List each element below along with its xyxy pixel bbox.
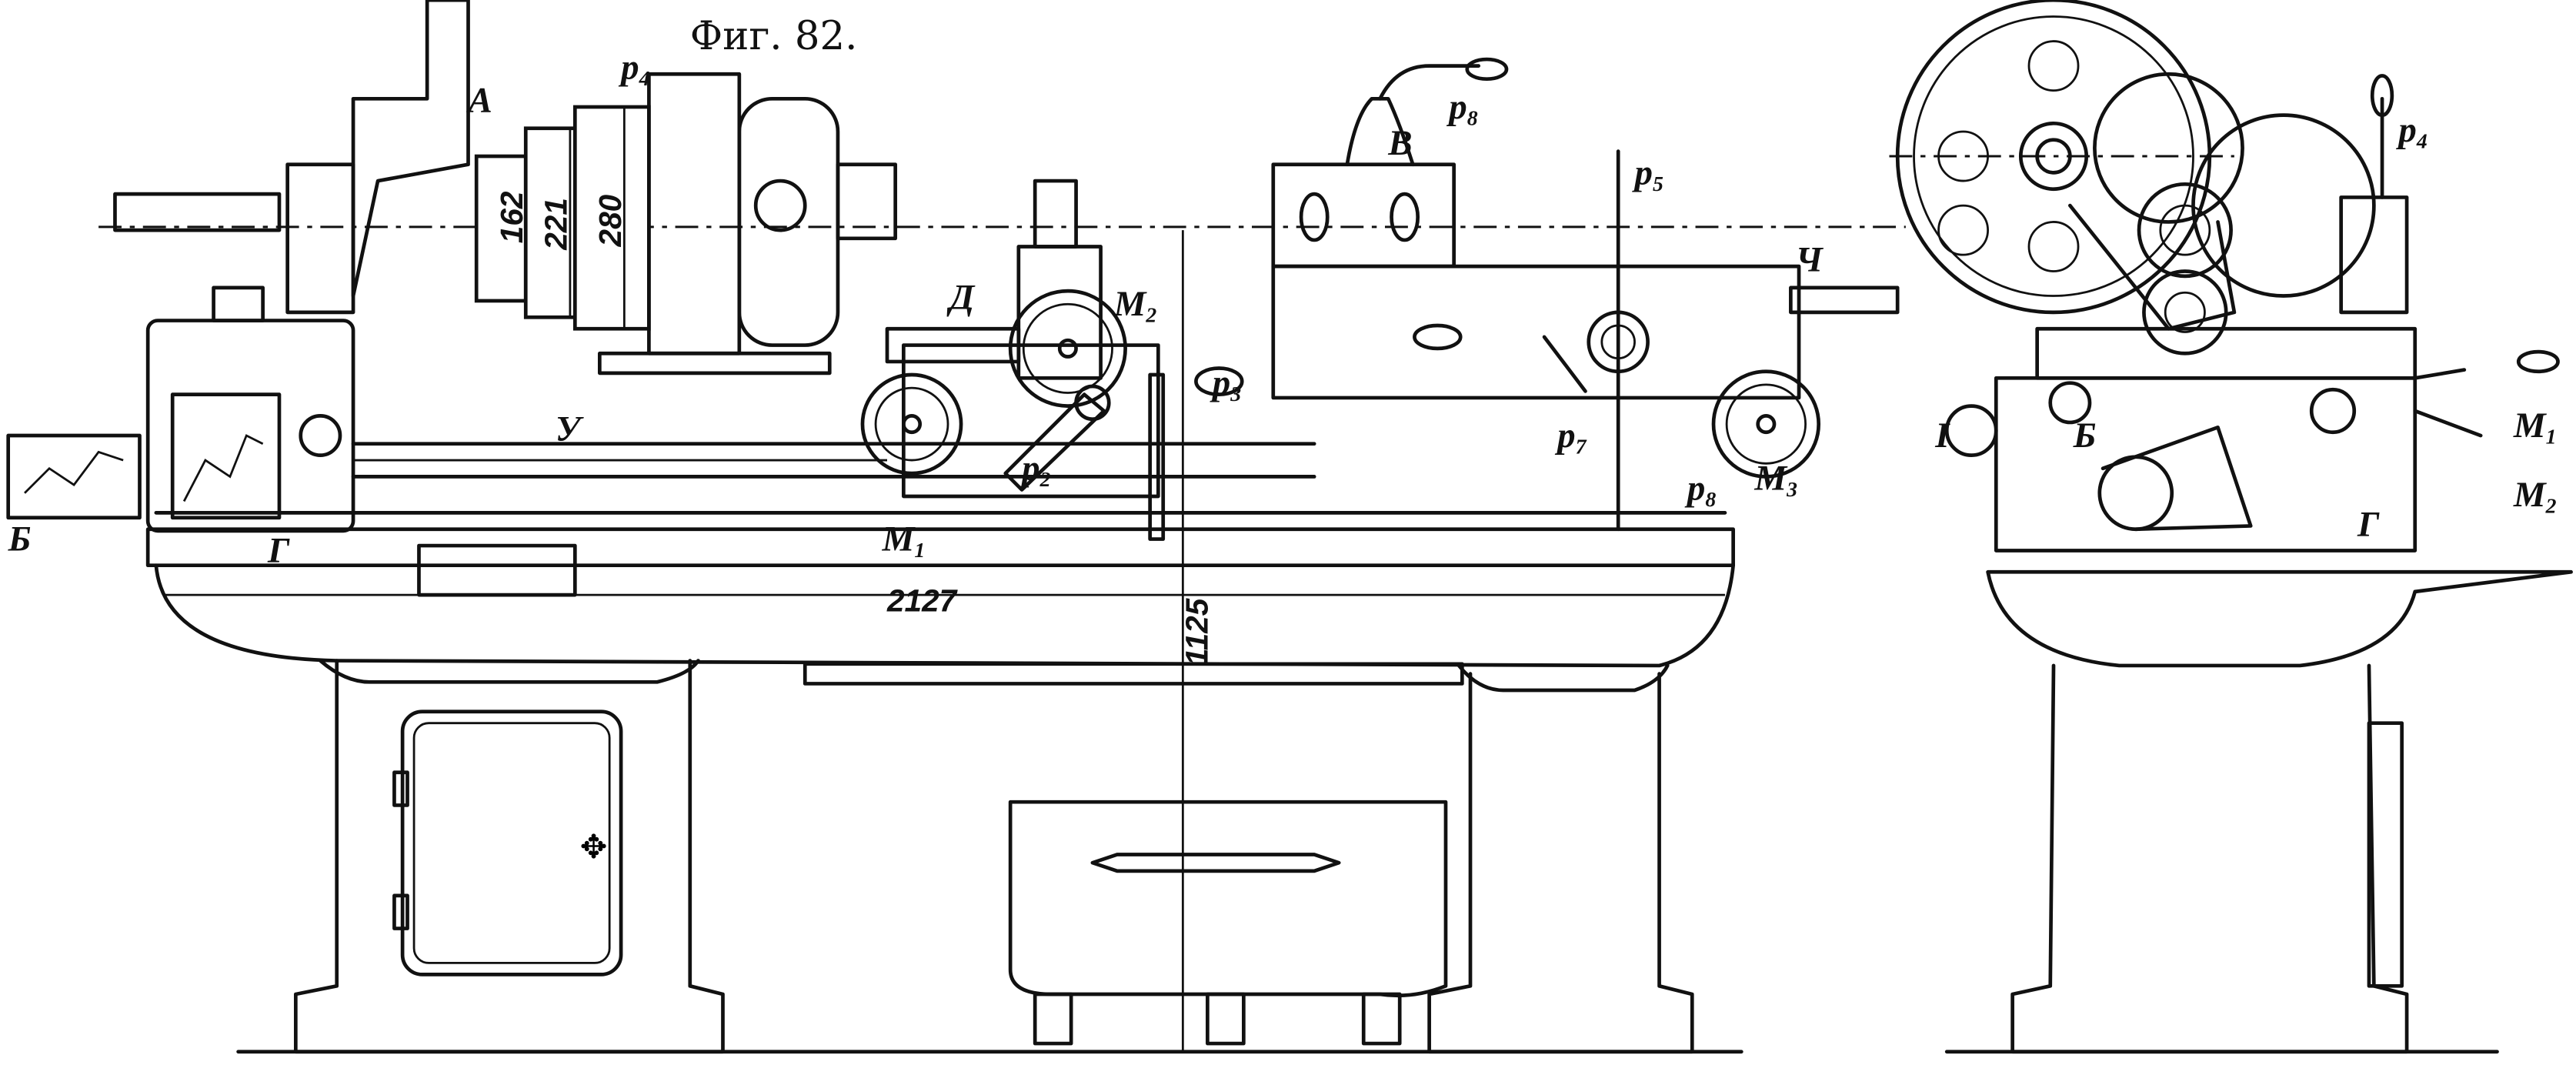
label-ch: Ч [1796,240,1824,280]
label-a: A [466,80,492,120]
lathe-bed [145,511,1735,686]
carriage-apron [860,179,1244,541]
dim-2127: 2127 [886,583,959,618]
side-view: p4 M1 M2 I Б Г [1889,0,2573,1054]
door-knob-icon: ✥ [580,830,608,866]
dimension-lines [164,106,1725,1052]
side-label-m1: M1 [2513,406,2557,449]
figure-title: Фиг. 82. [690,13,858,59]
chip-pan [1008,800,1448,1046]
lever-p3 [1194,366,1244,396]
side-label-p4: p4 [2395,110,2427,154]
label-p3: p3 [1210,363,1241,407]
label-b: B [1387,123,1412,163]
dim-1125: 1125 [1179,597,1214,666]
lever-p8 [1378,64,1481,101]
headstock [113,0,898,376]
handwheel-m2 [1008,289,1127,408]
handwheel-m3 [1711,369,1821,479]
apron-side [1994,376,2418,553]
label-m2: M2 [1113,284,1157,328]
right-leg [1427,663,1694,1054]
label-g: Г [267,530,290,570]
quick-change-gearbox [6,285,355,533]
label-p8-bottom: p8 [1684,468,1716,512]
label-p2: p2 [1019,449,1050,492]
label-m3: M3 [1753,458,1797,502]
tailstock [1271,57,1900,532]
label-b-gearbox: Б [8,519,32,559]
cabinet-door [400,709,623,977]
label-d: Д [946,278,976,318]
lever-p7 [1542,335,1587,393]
side-label-i: I [1934,416,1950,456]
handwheel-m1 [860,372,963,476]
side-label-g: Г [2357,504,2380,544]
side-label-m2: M2 [2513,475,2557,519]
side-label-b: Б [2073,416,2097,456]
front-view: ✥ [6,0,1906,1054]
spindle [113,192,282,232]
chip-tray-side [1986,569,2573,668]
left-leg: ✥ [293,659,725,1054]
label-m1: M1 [882,519,926,563]
label-p8-top: p8 [1446,87,1477,131]
lever-p2 [1003,392,1106,492]
feed-rod [351,442,1316,479]
dim-280: 280 [592,194,628,247]
label-p7: p7 [1554,416,1587,459]
label-p5: p5 [1632,152,1663,196]
dim-221: 221 [539,198,574,251]
label-u: У [556,409,585,449]
dim-162: 162 [494,191,529,243]
label-p4: p4 [618,48,649,92]
